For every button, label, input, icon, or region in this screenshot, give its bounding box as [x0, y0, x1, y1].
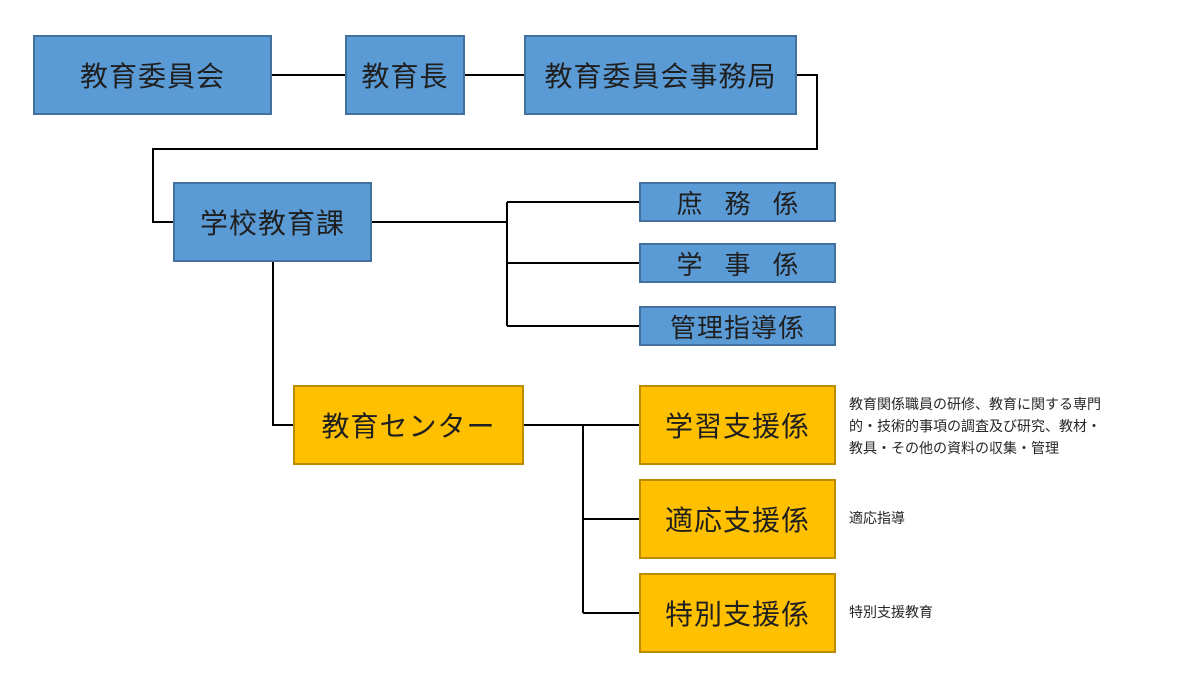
special-support-note: 特別支援教育 — [849, 605, 933, 621]
learning-support-section-box: 学習支援係 — [639, 385, 836, 465]
secretariat-label: 教育委員会事務局 — [544, 60, 777, 93]
secretariat-box: 教育委員会事務局 — [524, 35, 797, 115]
management-guidance-section-box: 管理指導係 — [639, 306, 836, 346]
adaptation-support-section-label: 適応支援係 — [664, 504, 810, 537]
line-division-to-center — [272, 262, 293, 426]
education-center-box: 教育センター — [293, 385, 524, 465]
board-of-education-box: 教育委員会 — [33, 35, 272, 115]
school-education-division-box: 学校教育課 — [173, 182, 372, 262]
education-center-label: 教育センター — [321, 410, 496, 443]
special-support-section-label: 特別支援係 — [664, 598, 810, 631]
school-affairs-section-label: 学事係 — [676, 250, 821, 281]
general-affairs-section-box: 庶務係 — [639, 182, 836, 222]
learning-support-note: 教育関係職員の研修、教育に関する専門 的・技術的事項の調査及び研究、教材・ 教具… — [849, 397, 1101, 457]
line-secretariat-to-division — [152, 74, 818, 223]
superintendent-box: 教育長 — [345, 35, 465, 115]
general-affairs-section-label: 庶務係 — [676, 189, 821, 220]
learning-support-section-label: 学習支援係 — [664, 410, 810, 443]
special-support-section-box: 特別支援係 — [639, 573, 836, 653]
superintendent-label: 教育長 — [361, 60, 449, 93]
management-guidance-section-label: 管理指導係 — [669, 313, 805, 344]
school-education-division-label: 学校教育課 — [199, 207, 345, 240]
board-of-education-label: 教育委員会 — [79, 60, 225, 93]
adaptation-support-section-box: 適応支援係 — [639, 479, 836, 559]
school-affairs-section-box: 学事係 — [639, 243, 836, 283]
adaptation-support-note: 適応指導 — [849, 511, 905, 527]
